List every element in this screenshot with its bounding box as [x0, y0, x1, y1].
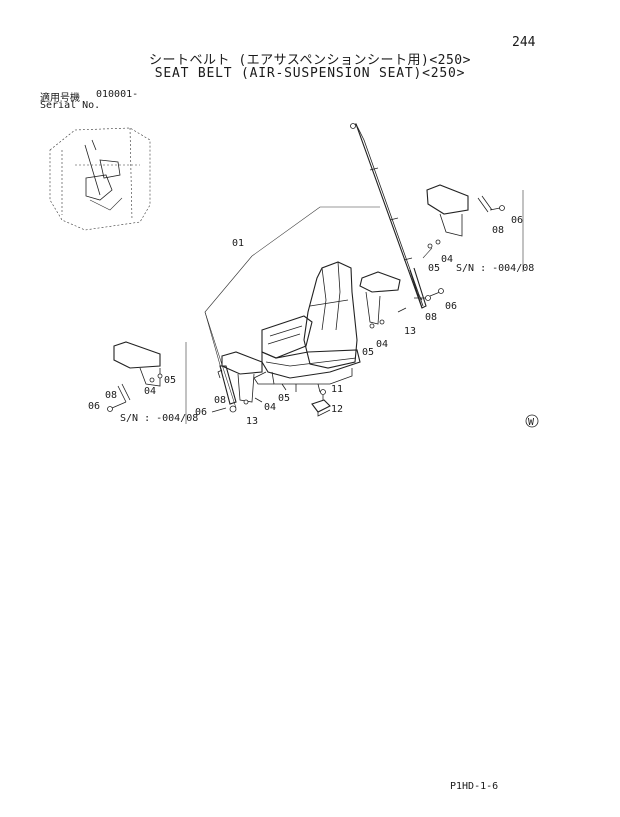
- serial-label-japanese: 適用号機: [40, 93, 80, 104]
- callout-08-upper-right: 08: [492, 225, 504, 236]
- w-mark-icon: W: [525, 414, 539, 428]
- detail-right-armrest: [422, 184, 524, 272]
- callout-05-upper-right: 05: [428, 263, 440, 274]
- callout-05-lower-left: 05: [164, 375, 176, 386]
- serial-note-left: S/N : -004/08: [120, 413, 198, 424]
- callout-12: 12: [331, 404, 343, 415]
- cab-location-thumbnail: [49, 127, 151, 231]
- callout-08-lower-left: 08: [105, 390, 117, 401]
- callout-13-right: 13: [404, 326, 416, 337]
- callout-04-upper-right: 04: [441, 254, 453, 265]
- bracket-parts: [311, 389, 331, 417]
- callout-04-left: 04: [264, 402, 276, 413]
- detail-left-armrest: [107, 341, 187, 424]
- callout-06-left: 06: [195, 407, 207, 418]
- footer-code: P1HD-1-6: [450, 781, 499, 792]
- callout-06-right: 06: [445, 301, 457, 312]
- callout-05-left: 05: [278, 393, 290, 404]
- page-number: 244: [512, 35, 536, 50]
- w-mark-label: W: [528, 417, 535, 428]
- serial-note-right: S/N : -004/08: [456, 263, 534, 274]
- air-suspension-seat: [221, 261, 401, 403]
- callout-13-left: 13: [246, 416, 258, 427]
- callout-05-right: 05: [362, 347, 374, 358]
- seat-belt-leader: [204, 206, 380, 409]
- belt-anchor-rod: [350, 123, 427, 309]
- callout-06-upper-right: 06: [511, 215, 523, 226]
- page-title-japanese: シートベルト (エアサスペンションシート用)<250>: [149, 53, 471, 68]
- callout-04-lower-left: 04: [144, 386, 156, 397]
- callout-11: 11: [331, 384, 343, 395]
- right-belt-buckle: [369, 288, 444, 329]
- page-title-english: SEAT BELT (AIR-SUSPENSION SEAT)<250>: [154, 66, 466, 81]
- serial-number-value: 010001-: [96, 89, 139, 100]
- callout-08-left: 08: [214, 395, 226, 406]
- callout-04-right: 04: [376, 339, 388, 350]
- callout-08-right: 08: [425, 312, 437, 323]
- callout-06-lower-left: 06: [88, 401, 100, 412]
- callout-01: 01: [232, 238, 244, 249]
- left-belt-buckle: [211, 365, 263, 413]
- serial-label-english: Serial No.: [40, 100, 101, 111]
